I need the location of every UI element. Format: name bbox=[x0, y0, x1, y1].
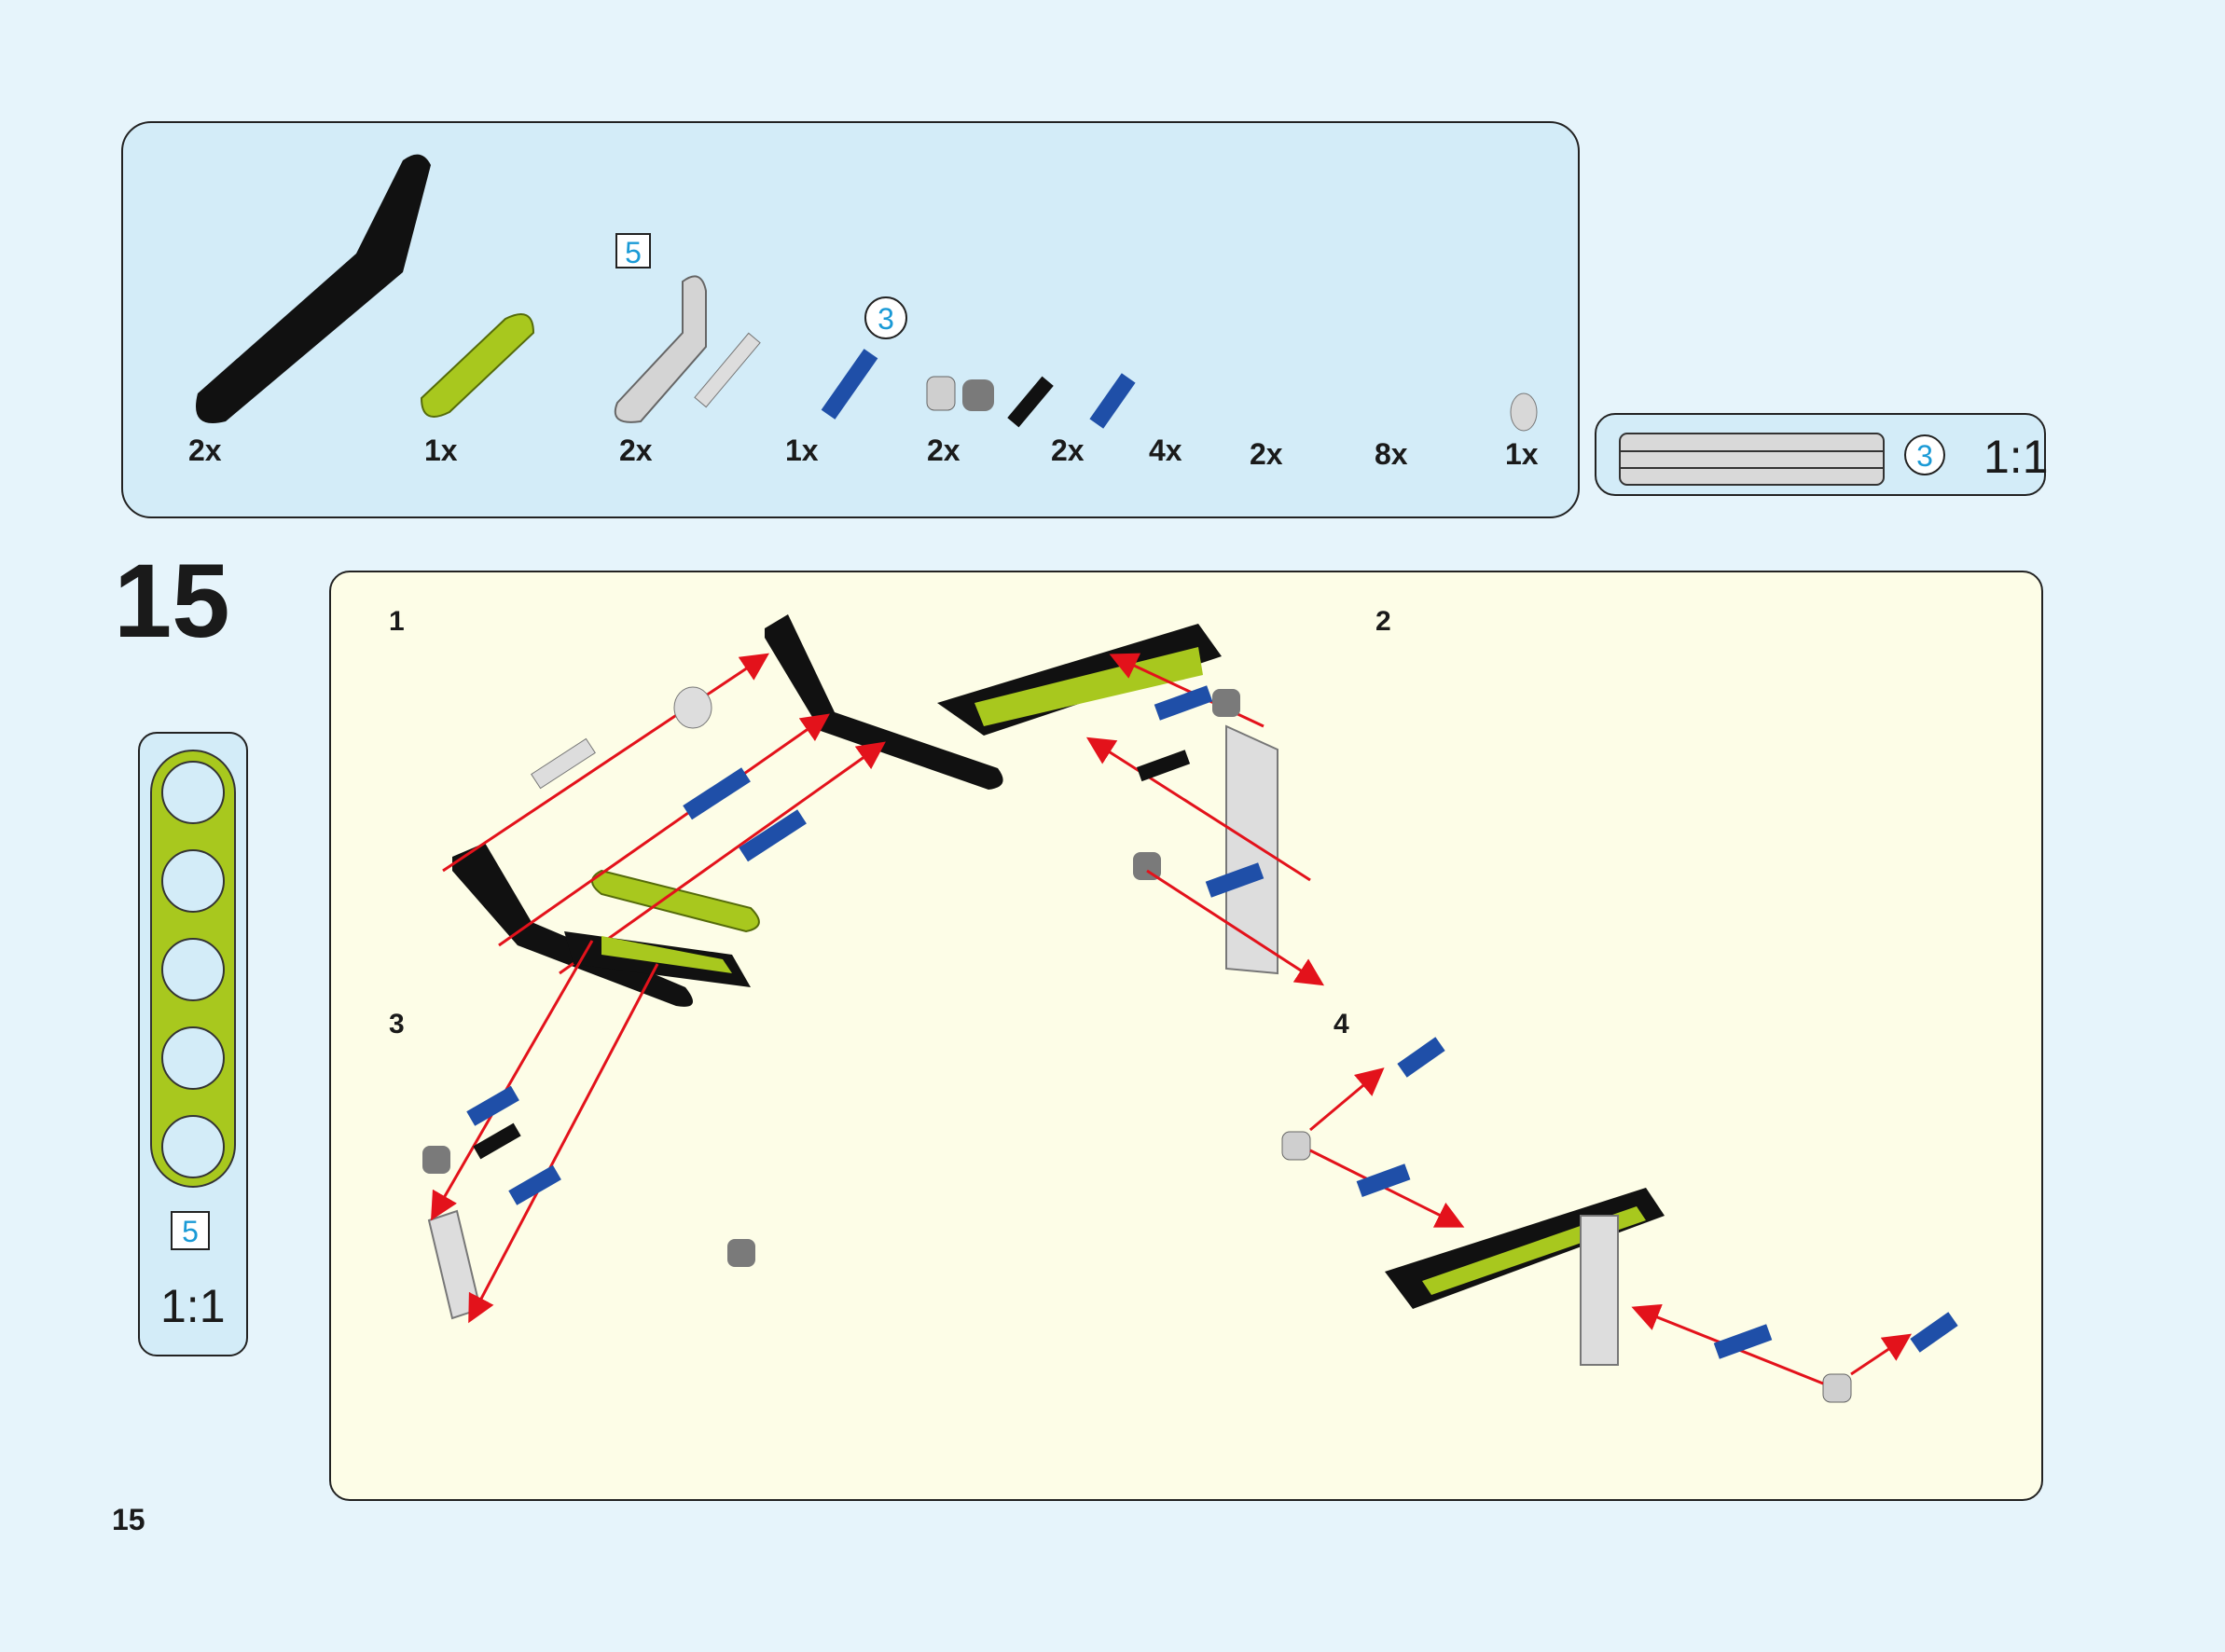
part-qty: 1x bbox=[1505, 437, 1539, 471]
l-beam-grey-part bbox=[614, 275, 707, 423]
lime-beam-icon bbox=[150, 750, 236, 1188]
axle-length-label: 3 bbox=[864, 296, 907, 339]
axle-grey-part bbox=[694, 332, 761, 408]
scale-label: 1:1 bbox=[1983, 431, 2049, 483]
part-qty: 1x bbox=[424, 434, 458, 467]
beam-lime-part bbox=[420, 313, 535, 418]
page-number: 15 bbox=[112, 1503, 145, 1536]
beam-length-label: 5 bbox=[171, 1211, 210, 1250]
pin-connector-dark-grey-part bbox=[962, 379, 994, 411]
bush-grey-part bbox=[1510, 392, 1538, 432]
part-qty: 2x bbox=[927, 434, 960, 467]
part-qty: 4x bbox=[1149, 434, 1182, 467]
parts-illustrations bbox=[196, 154, 1538, 432]
substep-number: 2 bbox=[1375, 606, 1391, 637]
scale-label: 1:1 bbox=[160, 1280, 226, 1332]
part-qty: 2x bbox=[1250, 437, 1283, 471]
parts-list-panel: 5 3 2x 1x 2x 1x 2x 2x 4x 2x 8x 1x bbox=[121, 121, 1580, 518]
axle-length-label: 3 bbox=[1904, 434, 1945, 475]
assembly-illustrations bbox=[422, 614, 1958, 1403]
part-qty: 8x bbox=[1375, 437, 1408, 471]
angled-beam-black-part bbox=[196, 154, 431, 424]
part-qty: 1x bbox=[785, 434, 819, 467]
part-qty: 2x bbox=[619, 434, 653, 467]
substep-4-illustration bbox=[1281, 1037, 1958, 1403]
axle-icon bbox=[1619, 433, 1885, 486]
build-steps-panel: 1 2 3 4 bbox=[329, 571, 2043, 1501]
part-qty: 2x bbox=[188, 434, 222, 467]
beam-scale-reference: 5 1:1 bbox=[138, 732, 248, 1356]
substep-3-illustration bbox=[422, 931, 755, 1324]
pin-black-part bbox=[1007, 376, 1054, 428]
connector-grey-part bbox=[926, 376, 956, 411]
substep-1-illustration bbox=[442, 614, 1003, 1007]
pin-blue-part bbox=[1089, 373, 1136, 429]
substep-2-illustration bbox=[937, 624, 1325, 986]
pin-blue-long-part bbox=[821, 349, 878, 420]
part-qty: 2x bbox=[1051, 434, 1085, 467]
substep-number: 4 bbox=[1334, 1009, 1349, 1039]
beam-length-label: 5 bbox=[615, 233, 651, 269]
axle-scale-reference: 3 1:1 bbox=[1595, 413, 2049, 496]
substep-number: 3 bbox=[389, 1009, 405, 1039]
substep-number: 1 bbox=[389, 606, 405, 637]
step-number: 15 bbox=[114, 543, 230, 659]
